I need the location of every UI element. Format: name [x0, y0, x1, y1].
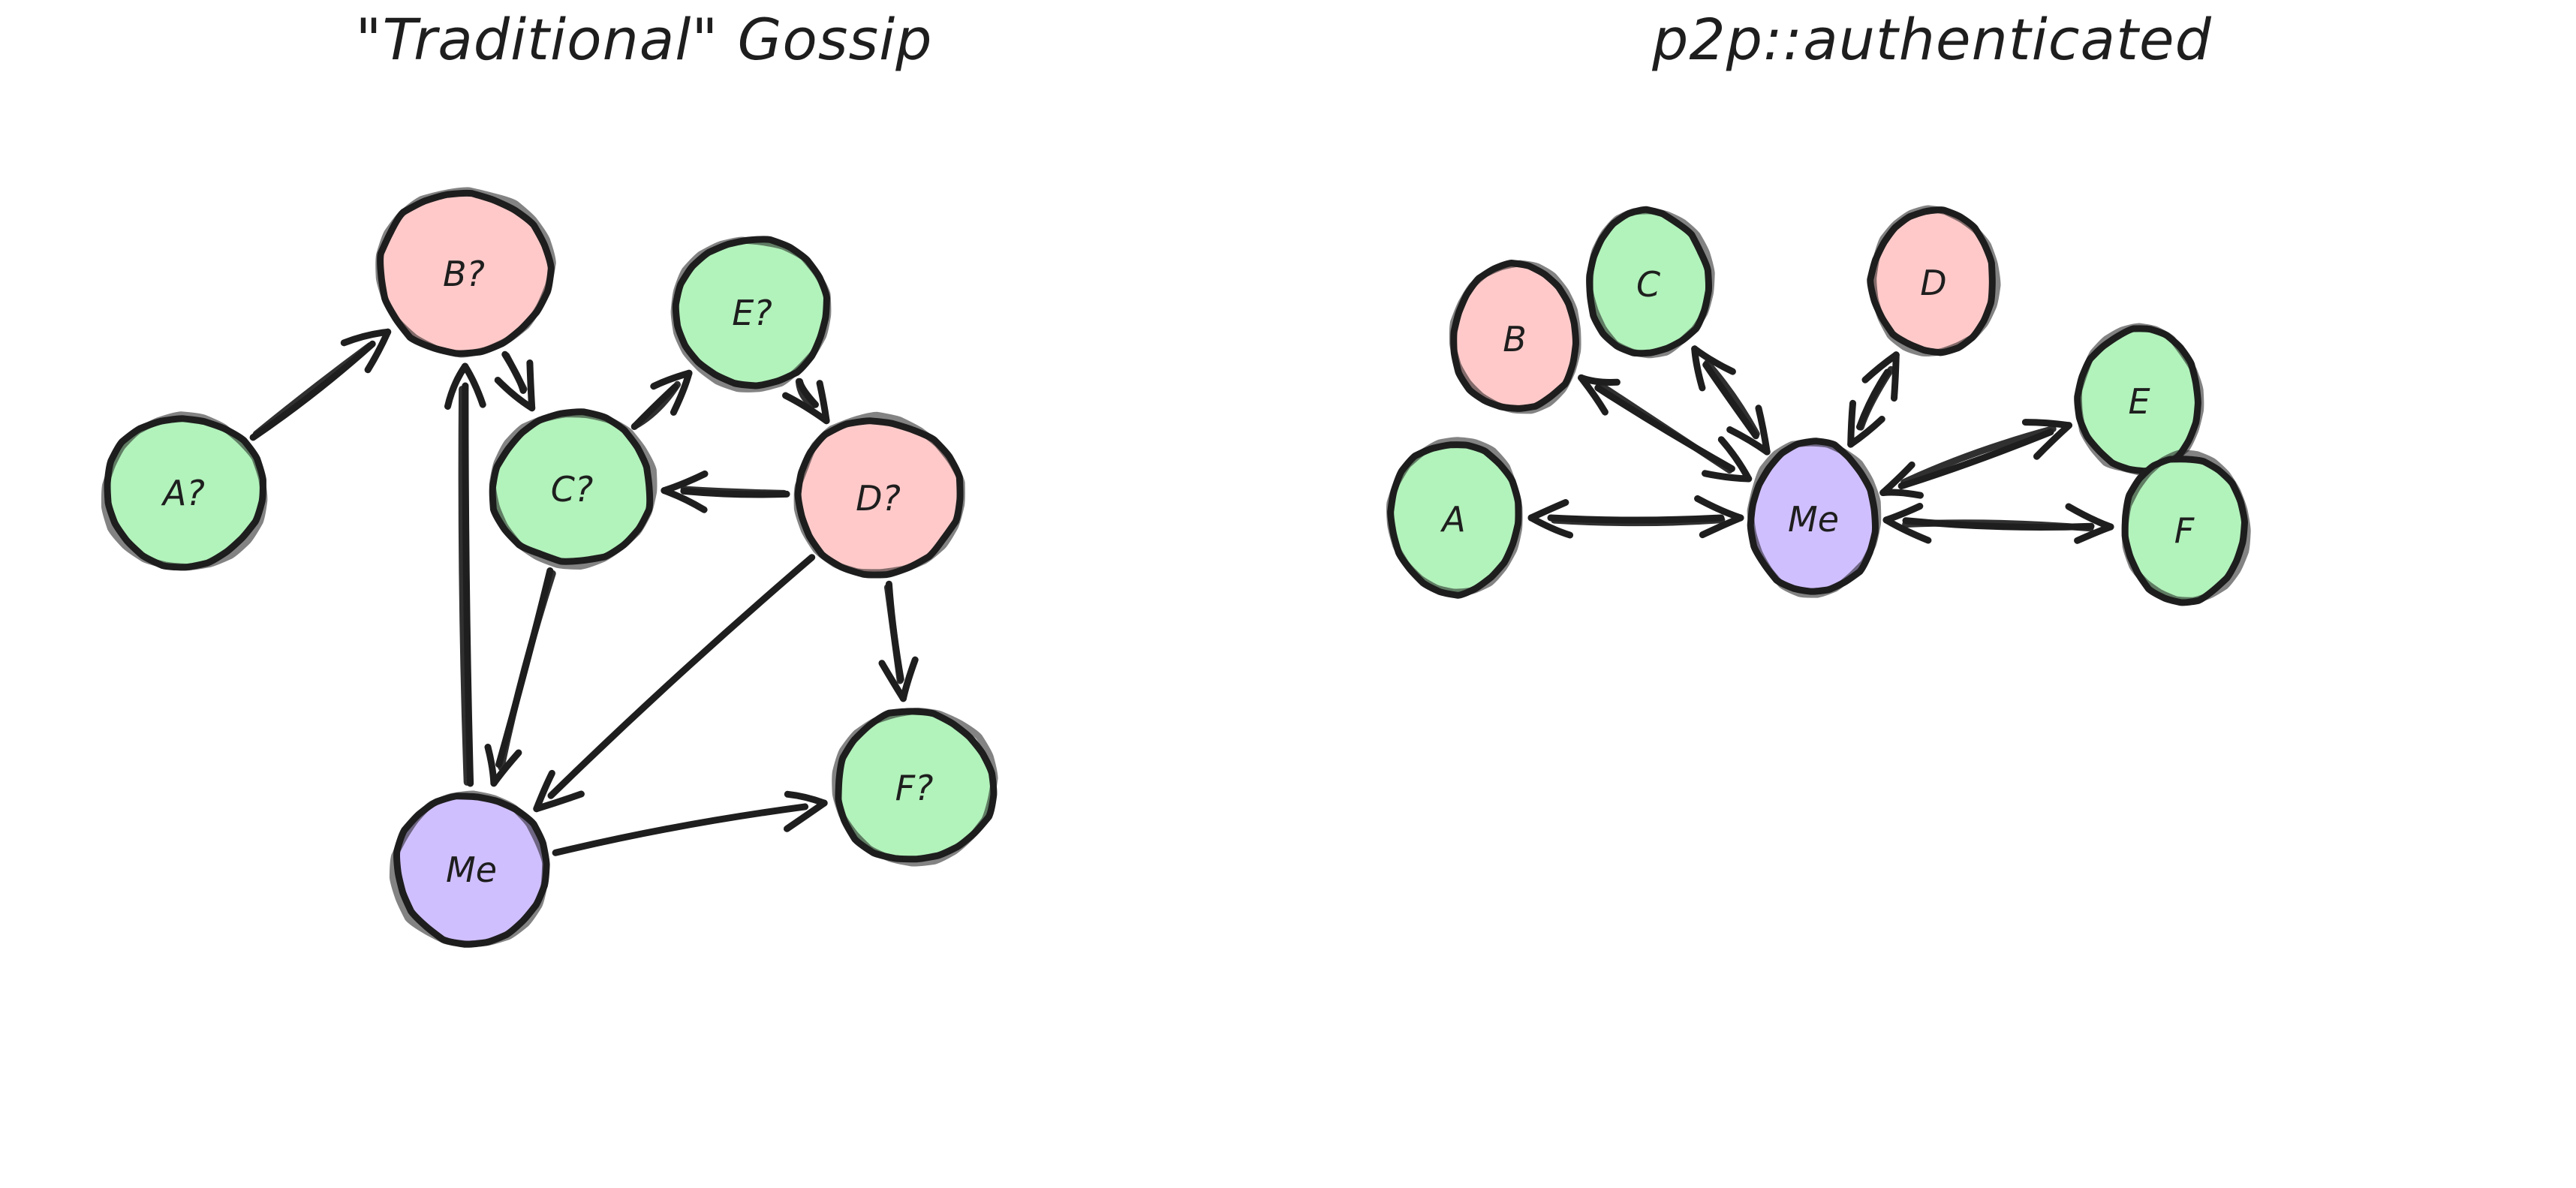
- node-B[interactable]: B: [1449, 260, 1581, 414]
- edge-Me-to-F[interactable]: [1882, 503, 2114, 544]
- node-outline-A: [101, 411, 268, 571]
- edge-Me-to-D[interactable]: [1847, 351, 1900, 448]
- node-F[interactable]: F?: [832, 707, 998, 867]
- node-C[interactable]: C: [1586, 206, 1715, 359]
- node-outline-B: [1449, 260, 1581, 414]
- node-outline-A: [1386, 437, 1523, 596]
- node-B[interactable]: B?: [375, 187, 556, 358]
- edge-A-to-B[interactable]: [249, 328, 392, 441]
- node-outline-E: [670, 236, 832, 392]
- node-outline-Me: [389, 790, 549, 948]
- node-A[interactable]: A?: [101, 411, 268, 571]
- panel-title-traditional-gossip: "Traditional" Gossip: [355, 6, 933, 73]
- node-outline-C: [1586, 207, 1715, 359]
- edge-layer-left: [249, 328, 919, 856]
- graph-traditional-gossip: A? B? C? D? E? F? Me: [101, 187, 998, 948]
- node-Me[interactable]: Me: [1747, 438, 1882, 598]
- node-F[interactable]: F: [2121, 450, 2251, 606]
- edge-Me-to-A[interactable]: [1527, 495, 1744, 539]
- edge-Me-to-C[interactable]: [1691, 345, 1771, 456]
- node-outline-D: [793, 411, 965, 576]
- edge-Me-to-B[interactable]: [444, 362, 486, 787]
- node-outline-Me: [1747, 439, 1882, 598]
- node-layer-left: A? B? C? D? E? F? Me: [101, 187, 998, 948]
- edge-B-to-C[interactable]: [494, 350, 536, 412]
- node-C[interactable]: C?: [489, 408, 658, 570]
- edge-E-to-D[interactable]: [782, 377, 830, 425]
- node-outline-B: [375, 187, 556, 358]
- node-Me[interactable]: Me: [389, 790, 550, 948]
- node-shape-C: [489, 408, 654, 565]
- panel-traditional-gossip: "Traditional" Gossip A? B? C? D? E? F? Me: [101, 6, 998, 948]
- node-outline-F: [2121, 450, 2251, 604]
- edge-C-to-Me[interactable]: [484, 567, 556, 787]
- node-outline-F: [832, 707, 998, 867]
- panel-title-p2p-authenticated: p2p::authenticated: [1652, 6, 2212, 73]
- edge-Me-to-B[interactable]: [1578, 374, 1753, 483]
- edge-Me-to-F[interactable]: [552, 790, 828, 856]
- node-A[interactable]: A: [1386, 437, 1523, 599]
- node-D[interactable]: D?: [793, 411, 965, 579]
- node-outline-C: [489, 411, 658, 570]
- edge-Me-to-E[interactable]: [1879, 419, 2072, 499]
- edge-D-to-Me[interactable]: [533, 554, 816, 813]
- edge-D-to-C[interactable]: [661, 470, 790, 513]
- node-outline-D: [1870, 205, 2001, 356]
- edge-layer-right: [1527, 345, 2114, 544]
- node-E[interactable]: E?: [670, 236, 832, 392]
- edge-D-to-F[interactable]: [878, 580, 919, 702]
- node-D[interactable]: D: [1867, 205, 2001, 356]
- edge-C-to-E[interactable]: [630, 369, 693, 430]
